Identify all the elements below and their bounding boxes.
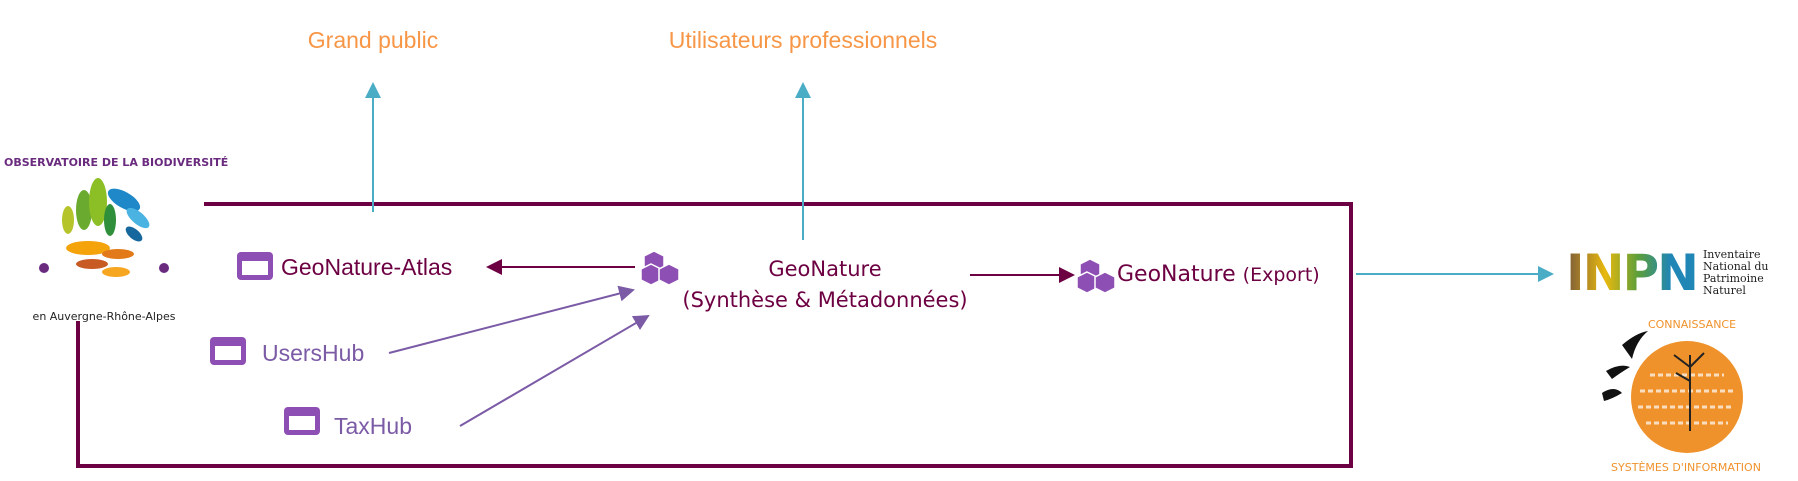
logo-connaissance-systemes-information: CONNAISSANCE SYSTÈMES D'INFORMATION	[1592, 318, 1762, 481]
csi-graphic	[1602, 331, 1743, 453]
cubes-icon	[1076, 258, 1116, 294]
node-geonature-subtitle: (Synthèse & Métadonnées)	[682, 288, 968, 312]
arrow-usershub-to-geonature	[388, 285, 635, 354]
node-geonature: GeoNature (Synthèse & Métadonnées)	[682, 254, 967, 316]
inpn-line: Naturel	[1702, 284, 1746, 297]
header-professional-users: Utilisateurs professionnels	[668, 27, 938, 53]
system-boundary	[76, 202, 1353, 468]
arrow-taxhub-to-geonature	[459, 314, 650, 427]
csi-bottom-text: SYSTÈMES D'INFORMATION	[1611, 461, 1761, 474]
logo-observatoire-biodiversite: OBSERVATOIRE DE LA BIODIVERSITÉ en Auver…	[4, 150, 229, 346]
node-geonature-export: GeoNature (Export)	[1117, 262, 1320, 287]
window-icon	[210, 337, 246, 365]
node-geonature-title: GeoNature	[768, 257, 882, 281]
inpn-line: Inventaire	[1702, 248, 1761, 261]
node-taxhub: TaxHub	[334, 413, 412, 439]
cubes-icon	[640, 250, 680, 286]
logo-inpn: INPN Inventaire National du Patrimoine N…	[1566, 244, 1769, 302]
node-usershub: UsersHub	[262, 340, 365, 366]
window-icon	[237, 252, 273, 280]
node-export-title: GeoNature	[1117, 262, 1236, 287]
inpn-fullname: Inventaire National du Patrimoine Nature…	[1703, 249, 1769, 297]
oba-region: en Auvergne-Rhône-Alpes	[32, 310, 176, 323]
oba-title: OBSERVATOIRE DE LA BIODIVERSITÉ	[4, 156, 229, 169]
node-export-subtitle: (Export)	[1242, 264, 1320, 286]
inpn-line: National du	[1702, 260, 1769, 273]
node-geonature-atlas: GeoNature-Atlas	[281, 254, 453, 280]
inpn-line: Patrimoine	[1702, 272, 1764, 285]
header-grand-public: Grand public	[307, 27, 439, 53]
inpn-acronym: INPN	[1566, 244, 1699, 302]
csi-top-text: CONNAISSANCE	[1647, 318, 1737, 331]
oba-graphic	[39, 178, 169, 277]
window-icon	[284, 407, 320, 435]
